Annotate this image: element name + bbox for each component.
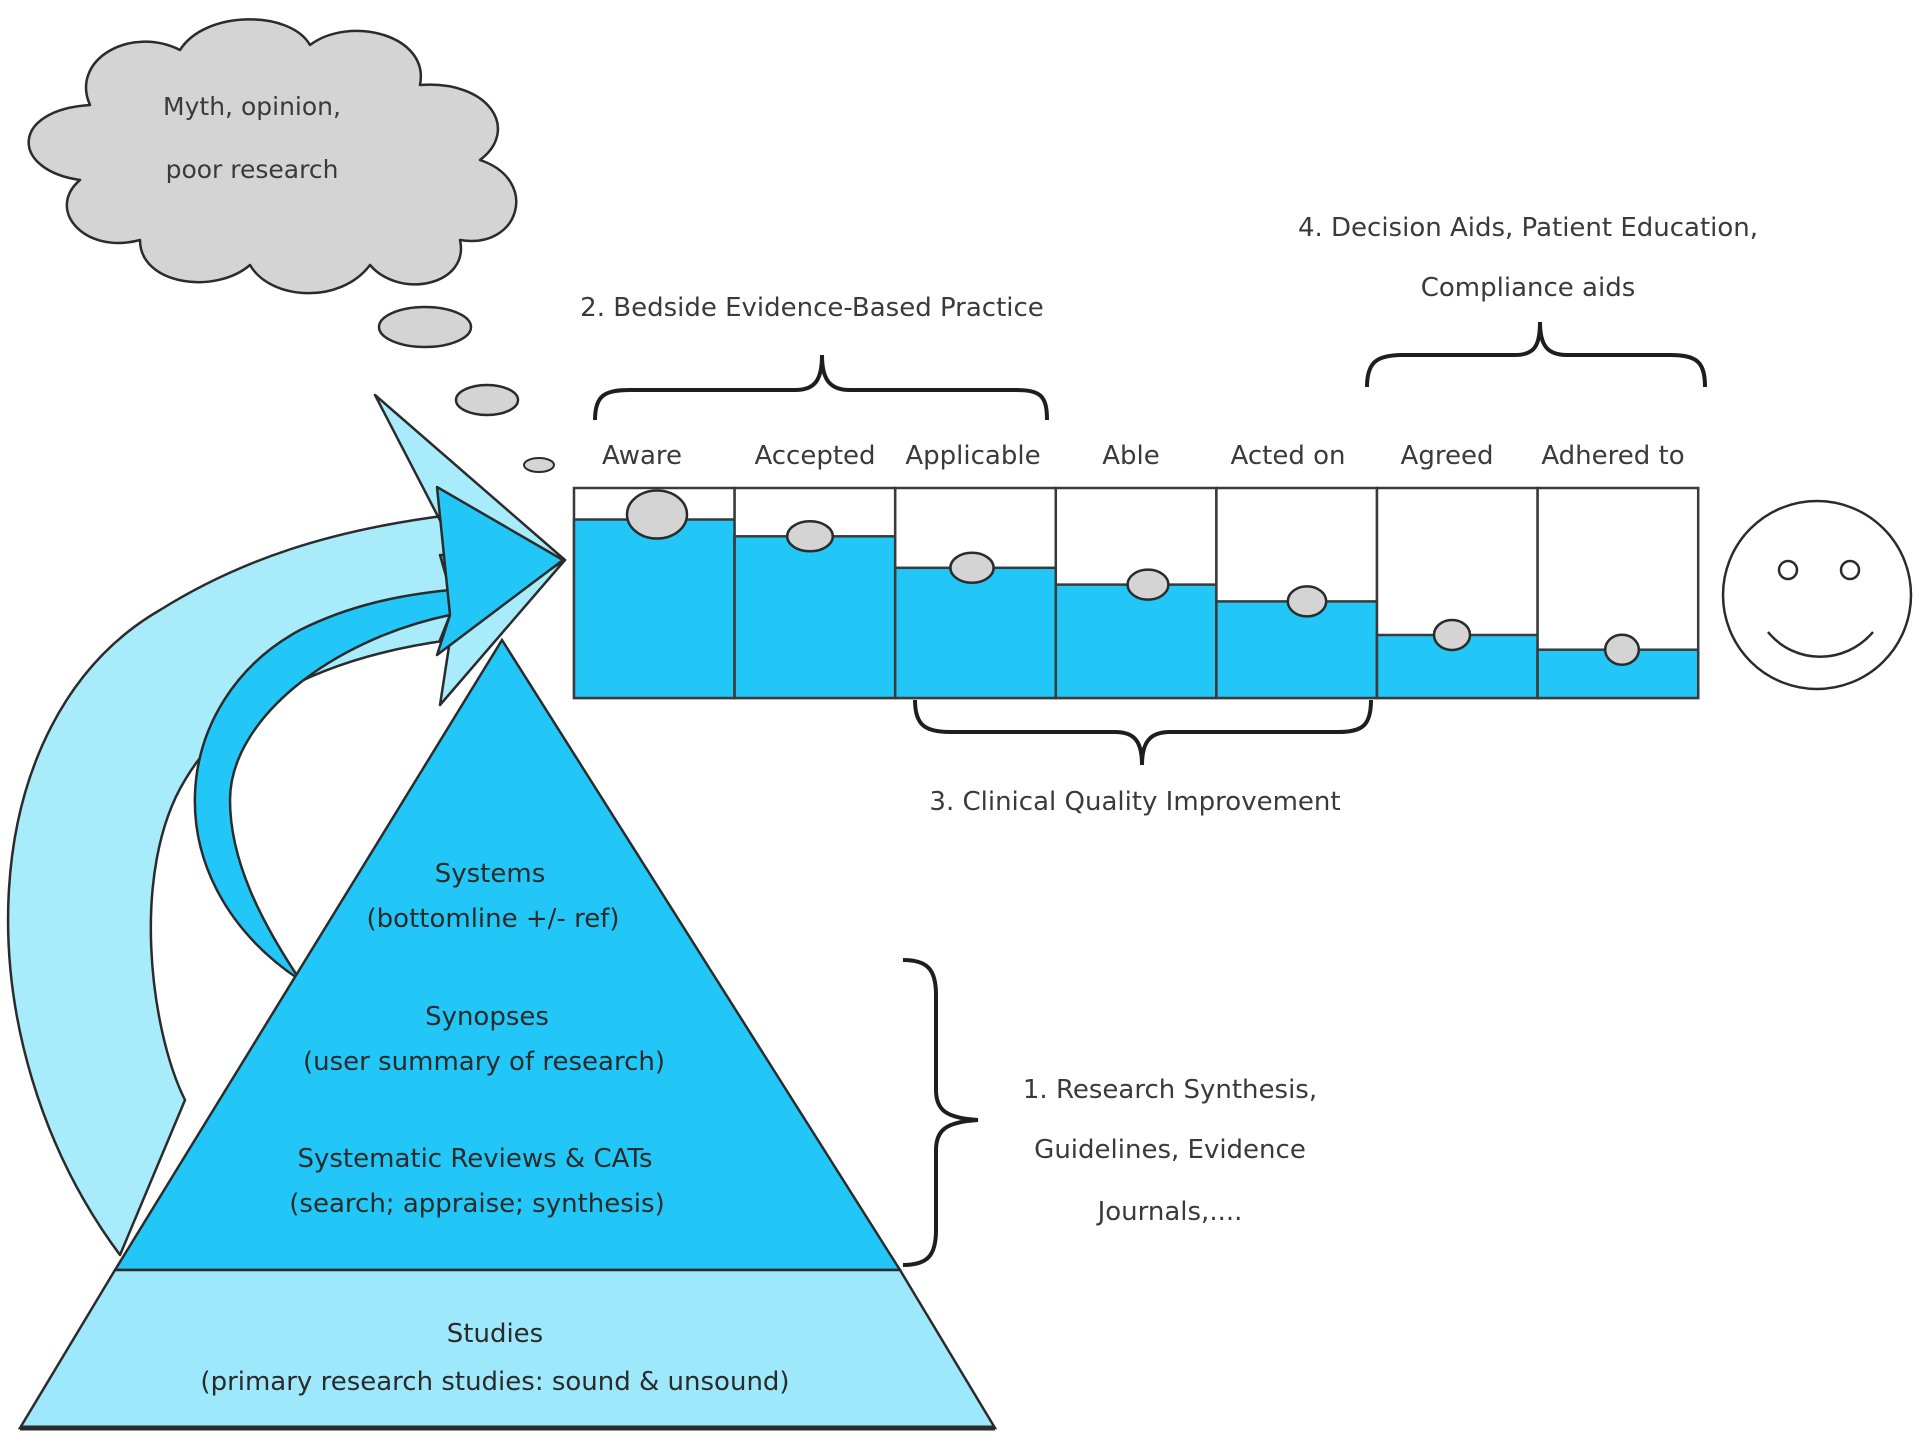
stage-pebble-5 (1286, 585, 1328, 618)
front-arrow-shape (193, 553, 567, 982)
decision-label-line-2: Compliance aids (1421, 273, 1636, 303)
front-arrow-head (435, 485, 565, 657)
research-label-line-2: Guidelines, Evidence (1034, 1135, 1306, 1165)
stage-label-7: Adhered to (1541, 441, 1684, 471)
stage-label-2: Accepted (754, 441, 875, 471)
thought-bubble-small (523, 457, 555, 473)
stage-label-4: Able (1102, 441, 1160, 471)
stage-label-6: Agreed (1401, 441, 1494, 471)
decision-label-line-1: 4. Decision Aids, Patient Education, (1298, 213, 1758, 243)
decision-brace (1365, 321, 1707, 388)
stage-pebble-3 (949, 551, 995, 585)
synopses-title: Synopses (425, 1002, 549, 1032)
stage-water-1 (572, 518, 736, 700)
studies-title: Studies (447, 1319, 543, 1349)
cloud-line-1: Myth, opinion, (163, 92, 341, 121)
stage-water-5 (1215, 600, 1379, 700)
reviews-title: Systematic Reviews & CATs (297, 1144, 652, 1174)
stage-water-3 (893, 566, 1058, 700)
systems-title: Systems (435, 859, 546, 889)
stage-water-4 (1054, 583, 1218, 700)
thought-bubble-medium (454, 383, 520, 417)
thought-bubble-large (377, 305, 473, 349)
quality-brace (913, 699, 1373, 766)
stage-pebble-4 (1126, 568, 1170, 601)
pyramid-base (17, 1268, 998, 1430)
research-brace (902, 958, 979, 1267)
stage-pebble-2 (785, 520, 835, 553)
systems-subtitle: (bottomline +/- ref) (367, 904, 620, 934)
bedside-label: 2. Bedside Evidence-Based Practice (580, 293, 1044, 323)
research-label-line-3: Journals,.... (1096, 1197, 1243, 1227)
cloud-line-2: poor research (166, 155, 339, 184)
stage-pebble-1 (625, 489, 689, 540)
stage-label-1: Aware (602, 441, 682, 471)
stage-pebble-7 (1603, 633, 1641, 666)
reviews-subtitle: (search; appraise; synthesis) (289, 1189, 664, 1219)
stage-label-3: Applicable (905, 441, 1040, 471)
thought-cloud-icon (27, 18, 518, 295)
stage-water-2 (733, 535, 897, 700)
bedside-brace (593, 354, 1049, 421)
research-label-line-1: 1. Research Synthesis, (1023, 1075, 1317, 1105)
synopses-subtitle: (user summary of research) (303, 1047, 665, 1077)
studies-subtitle: (primary research studies: sound & unsou… (200, 1367, 789, 1397)
quality-label: 3. Clinical Quality Improvement (929, 787, 1340, 817)
stage-pebble-6 (1432, 618, 1472, 652)
stage-boxes: Aware Accepted Applicable Able Acted on Agree… (572, 441, 1700, 700)
stage-label-5: Acted on (1231, 441, 1346, 471)
smiley-face-icon (1721, 499, 1913, 691)
